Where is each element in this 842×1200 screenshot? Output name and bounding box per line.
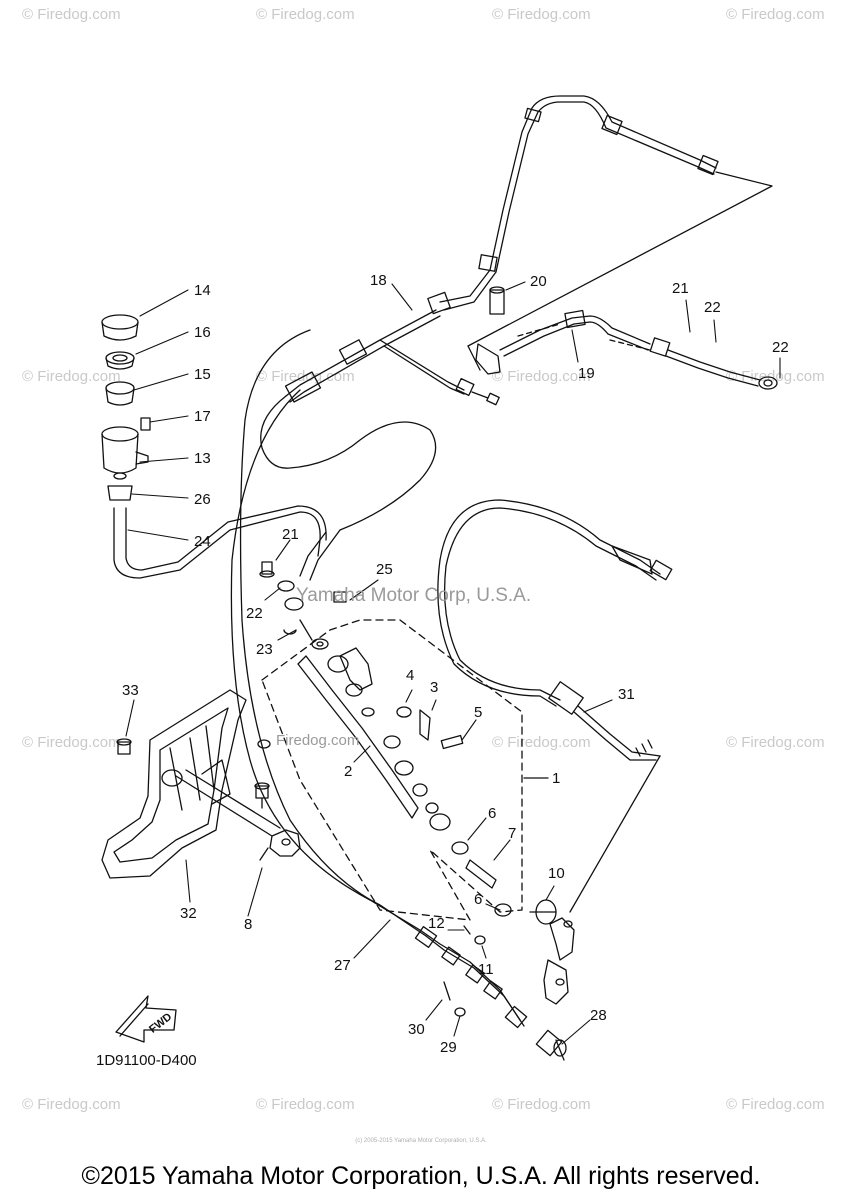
- watermark: © Firedog.com: [256, 1096, 355, 1113]
- diagram-code: 1D91100-D400: [96, 1052, 197, 1069]
- callout-22c: 22: [246, 605, 263, 622]
- watermark: © Firedog.com: [492, 368, 591, 385]
- callout-25: 25: [376, 561, 393, 578]
- watermark: © Firedog.com: [492, 6, 591, 23]
- copyright-notice: ©2015 Yamaha Motor Corporation, U.S.A. A…: [81, 1162, 761, 1190]
- callout-12: 12: [428, 915, 445, 932]
- callout-6a: 6: [488, 805, 497, 822]
- small-hardware: [260, 562, 346, 649]
- watermark: © Firedog.com: [256, 6, 355, 23]
- callout-6b: 6: [474, 891, 483, 908]
- callout-11: 11: [478, 961, 494, 978]
- watermark: © Firedog.com: [726, 368, 825, 385]
- bracket-guard: [102, 690, 300, 878]
- callout-32: 32: [180, 905, 197, 922]
- callout-16: 16: [194, 324, 211, 341]
- callout-24: 24: [194, 533, 211, 550]
- master-cylinder: [262, 620, 548, 944]
- hose-27: [231, 330, 526, 1028]
- center-watermark: Yamaha Motor Corp, U.S.A.: [296, 585, 532, 606]
- callout-10: 10: [548, 865, 565, 882]
- callout-26: 26: [194, 491, 211, 508]
- callout-17: 17: [194, 408, 211, 425]
- callout-30: 30: [408, 1021, 425, 1038]
- callout-1: 1: [552, 770, 561, 787]
- callout-8: 8: [244, 916, 253, 933]
- watermark: © Firedog.com: [726, 1096, 825, 1113]
- watermark: © Firedog.com: [22, 368, 121, 385]
- callout-21a: 21: [672, 280, 689, 297]
- leader-lines: [126, 282, 780, 1044]
- callout-20: 20: [530, 273, 547, 290]
- watermark: © Firedog.com: [492, 1096, 591, 1113]
- fwd-arrow-icon: [116, 996, 176, 1042]
- callout-7: 7: [508, 825, 517, 842]
- callout-21b: 21: [282, 526, 299, 543]
- watermark: © Firedog.com: [22, 1096, 121, 1113]
- callout-14: 14: [194, 282, 211, 299]
- loop-hose: [261, 396, 436, 580]
- callout-28: 28: [590, 1007, 607, 1024]
- callout-18: 18: [370, 272, 387, 289]
- callout-27: 27: [334, 957, 351, 974]
- watermark: © Firedog.com: [256, 368, 355, 385]
- callout-4: 4: [406, 667, 415, 684]
- callout-22a: 22: [704, 299, 721, 316]
- callout-13: 13: [194, 450, 211, 467]
- watermark: © Firedog.com: [492, 734, 591, 751]
- callout-5: 5: [474, 704, 483, 721]
- middle-watermark: Firedog.com: [276, 732, 360, 749]
- callout-23: 23: [256, 641, 273, 658]
- watermark: © Firedog.com: [22, 6, 121, 23]
- watermark: © Firedog.com: [22, 734, 121, 751]
- callout-29: 29: [440, 1039, 457, 1056]
- callout-3: 3: [430, 679, 439, 696]
- watermark: © Firedog.com: [726, 6, 825, 23]
- callout-15: 15: [194, 366, 211, 383]
- callout-31: 31: [618, 686, 635, 703]
- cable-31: [438, 500, 672, 912]
- reservoir-group: [102, 315, 326, 578]
- callout-2: 2: [344, 763, 353, 780]
- lever-assembly: [444, 900, 574, 1060]
- fine-print: (c) 2005-2015 Yamaha Motor Corporation, …: [355, 1138, 487, 1144]
- callout-33: 33: [122, 682, 139, 699]
- callout-19: 19: [578, 365, 595, 382]
- callout-22b: 22: [772, 339, 789, 356]
- upper-hose-assembly: [286, 96, 777, 405]
- watermark: © Firedog.com: [726, 734, 825, 751]
